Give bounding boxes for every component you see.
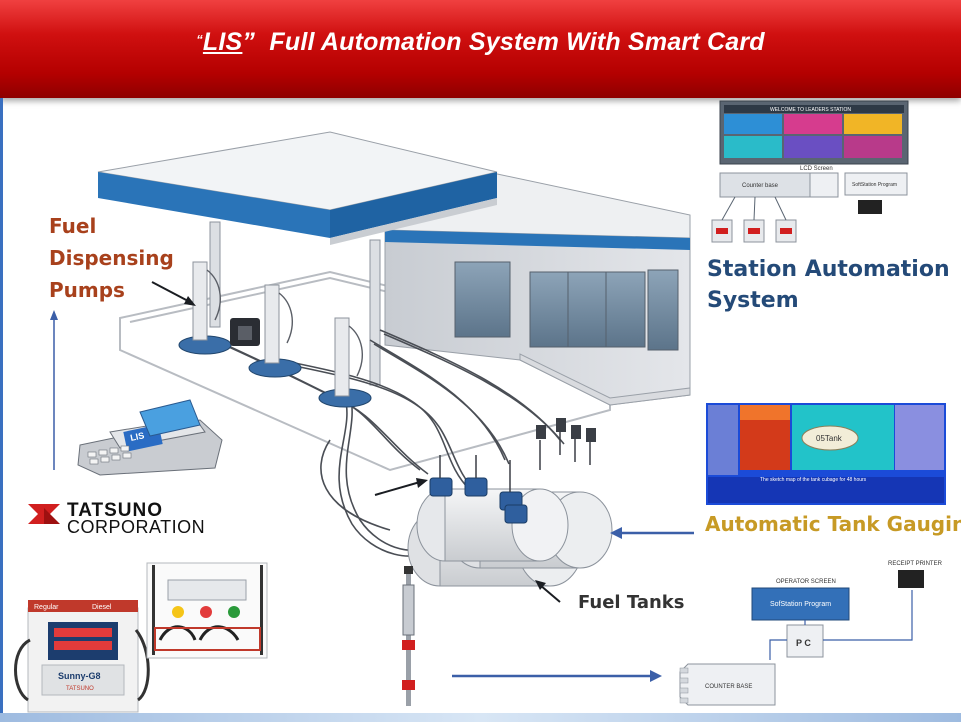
operator-screen-label: OPERATOR SCREEN xyxy=(776,579,836,585)
probe-pointer-arrow xyxy=(374,478,428,496)
nozzles-photo xyxy=(146,562,268,659)
pump-pointer-arrow xyxy=(151,281,196,306)
pump-islands xyxy=(178,261,372,408)
station-label-line2: System xyxy=(707,288,799,313)
counter-base-label: COUNTER BASE xyxy=(705,684,752,690)
atg-tank-name: 05Tank xyxy=(816,434,843,443)
dispenser-grade-diesel: Diesel xyxy=(92,604,112,611)
up-arrow xyxy=(50,310,58,470)
receipt-printer-label: RECEIPT PRINTER xyxy=(888,561,943,567)
counter-base-box: Counter base xyxy=(742,183,779,189)
tatsuno-logo-mark xyxy=(28,504,60,524)
tatsuno-logo-text: TATSUNO CORPORATION xyxy=(67,500,206,537)
tatsuno-line1: TATSUNO xyxy=(67,500,164,521)
pc-network-diagram: OPERATOR SCREEN SofStation Program RECEI… xyxy=(679,561,943,706)
lcd-header: WELCOME TO LEADERS STATION xyxy=(770,107,851,113)
station-label-line1: Station Automation xyxy=(707,257,950,282)
automatic-tank-gauging-label: Automatic Tank Gauging xyxy=(705,512,961,536)
left-frame-line xyxy=(0,98,3,722)
atg-panel: 05Tank The sketch map of the tank cubage… xyxy=(706,403,946,505)
station-building xyxy=(384,224,691,406)
tank-probes xyxy=(429,418,596,524)
level-probe-photo xyxy=(402,566,415,706)
canopy-columns xyxy=(209,221,381,386)
canopy xyxy=(97,131,498,245)
title-brand: LIS xyxy=(202,28,243,56)
title-close-quote: ” xyxy=(242,28,256,56)
station-automation-label: Station Automation System xyxy=(707,254,950,316)
dispenser-maker: TATSUNO xyxy=(66,686,94,692)
dispenser-grade-regular: Regular xyxy=(34,604,59,611)
station-automation-diagram: WELCOME TO LEADERS STATION LCD Screen Co… xyxy=(711,100,909,243)
probe-to-counter-arrow xyxy=(452,670,662,682)
lcd-caption: LCD Screen xyxy=(800,166,833,172)
tatsuno-line2: CORPORATION xyxy=(67,517,206,537)
bottom-frame-strip xyxy=(0,713,961,722)
card-terminal-brand: LIS xyxy=(129,430,145,443)
program-box: SoftStation Program xyxy=(852,182,897,188)
title-banner: “LIS” Full Automation System With Smart … xyxy=(0,0,961,98)
underground-tanks xyxy=(407,488,613,587)
pumps-label-line3: Pumps xyxy=(49,278,125,302)
pumps-label-line2: Dispensing xyxy=(49,246,174,270)
title-open-quote: “ xyxy=(196,32,203,47)
dispenser-brand: Sunny-G8 xyxy=(58,671,101,681)
fuel-tanks-label: Fuel Tanks xyxy=(578,592,685,613)
fuel-dispensing-pumps-label: Fuel Dispensing Pumps xyxy=(49,210,174,306)
atg-caption: The sketch map of the tank cubage for 48… xyxy=(760,477,867,483)
network-program-label: SofStation Program xyxy=(770,601,831,608)
card-terminal: LIS xyxy=(77,399,223,476)
pc-label: P C xyxy=(796,638,811,648)
tanks-pointer-arrow xyxy=(535,580,561,603)
atg-arrow xyxy=(610,527,694,539)
slide-title: “LIS” Full Automation System With Smart … xyxy=(0,28,961,57)
pumps-label-line1: Fuel xyxy=(49,214,97,238)
title-text: Full Automation System With Smart Card xyxy=(255,28,765,56)
fuel-dispenser-photo: Sunny-G8 TATSUNO Regular Diesel xyxy=(14,600,150,713)
